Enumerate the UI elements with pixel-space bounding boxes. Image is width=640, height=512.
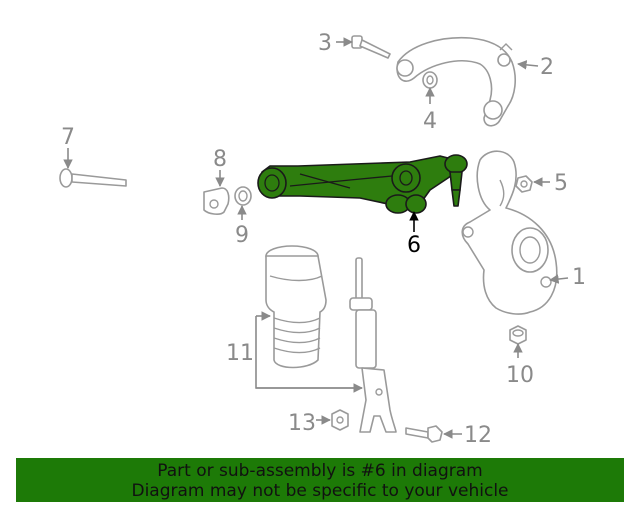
- callout-11: 11: [226, 341, 254, 366]
- lower-nut: [509, 325, 527, 345]
- callout-8: 8: [213, 147, 227, 172]
- callout-9: 9: [235, 223, 249, 248]
- callout-7: 7: [61, 125, 75, 150]
- shock-bolt: [405, 425, 443, 443]
- upper-arm-bolt: [351, 35, 391, 59]
- callout-1: 1: [572, 265, 586, 290]
- callout-4: 4: [423, 109, 437, 134]
- knuckle-nut: [515, 175, 533, 193]
- callout-3: 3: [318, 31, 332, 56]
- parts-diagram: 1 2 3 4 5 6 7 8 9 10 11 12 13: [59, 31, 586, 448]
- cam-bracket: [203, 187, 230, 215]
- callout-10: 10: [506, 363, 534, 388]
- steering-knuckle: [461, 150, 558, 315]
- leader-lines: [63, 37, 569, 439]
- upper-control-arm: [396, 36, 517, 127]
- air-spring-boot: [265, 245, 327, 369]
- shock-absorber: [349, 257, 397, 433]
- long-bolt: [59, 168, 127, 188]
- lower-control-arm-highlighted: [257, 154, 468, 214]
- callout-2: 2: [540, 55, 554, 80]
- callout-5: 5: [554, 171, 568, 196]
- callout-6: 6: [407, 233, 421, 258]
- info-banner: Part or sub-assembly is #6 in diagram Di…: [16, 458, 624, 502]
- upper-arm-nut: [422, 71, 438, 89]
- shock-nut: [331, 409, 349, 431]
- callout-13: 13: [288, 411, 316, 436]
- callout-12: 12: [464, 423, 492, 448]
- banner-line-part: Part or sub-assembly is #6 in diagram: [157, 461, 483, 481]
- banner-line-disclaimer: Diagram may not be specific to your vehi…: [131, 481, 509, 501]
- washer: [234, 186, 252, 206]
